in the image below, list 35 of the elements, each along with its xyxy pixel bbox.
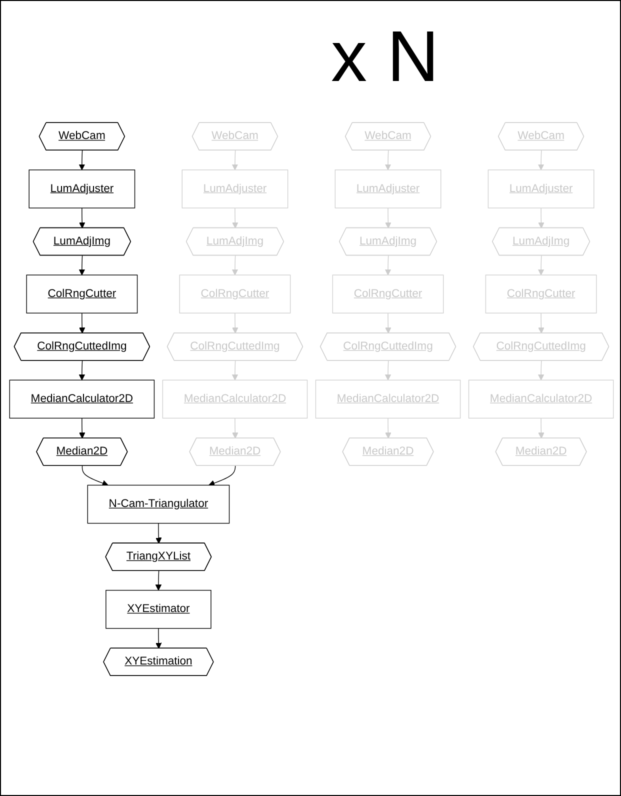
arrow — [538, 312, 544, 334]
arrow — [232, 208, 238, 228]
arrow — [78, 360, 86, 380]
arrow — [384, 255, 392, 276]
arrow — [538, 360, 544, 380]
node-box: MedianCalculator2D — [9, 380, 155, 418]
arrow — [78, 150, 86, 170]
arrow — [385, 418, 392, 438]
node-box: XYEstimator — [106, 590, 212, 629]
arrow — [385, 208, 392, 228]
arrow — [232, 418, 238, 438]
arrow — [384, 360, 392, 380]
arrow — [385, 312, 392, 334]
arrow — [156, 628, 162, 649]
arrow — [79, 312, 86, 334]
arrow — [208, 465, 236, 486]
arrow — [155, 570, 162, 590]
arrow — [232, 312, 238, 334]
arrow — [538, 150, 544, 170]
arrow — [79, 208, 86, 228]
arrow — [232, 255, 238, 276]
arrow — [156, 522, 162, 544]
arrow — [384, 150, 392, 170]
arrow — [538, 208, 544, 228]
arrow — [82, 465, 108, 486]
node-box: LumAdjuster — [28, 169, 136, 208]
arrow — [232, 150, 238, 170]
arrow — [232, 360, 238, 380]
node-box: N-Cam-Triangulator — [87, 484, 230, 524]
arrow — [538, 255, 544, 276]
arrow — [79, 418, 86, 438]
arrow — [78, 255, 86, 276]
arrow — [538, 418, 544, 438]
multiplier-label: x N — [331, 21, 439, 93]
node-box: ColRngCutter — [26, 274, 138, 314]
